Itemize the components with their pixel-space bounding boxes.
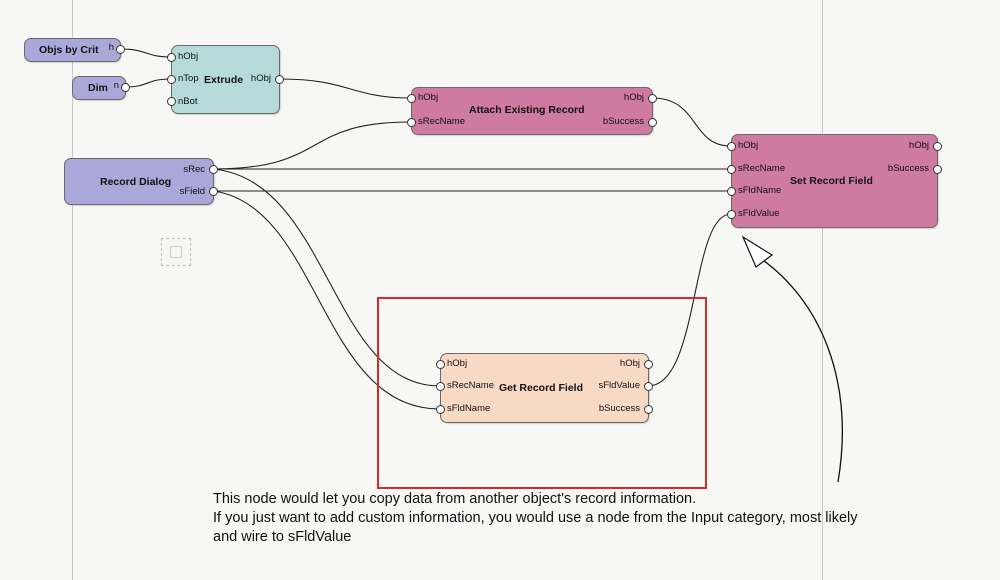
port-label: hObj [908,140,929,151]
node-extrude[interactable]: hObj nTop nBot Extrude hObj [167,45,284,114]
node-attach-existing-record[interactable]: hObj sRecName Attach Existing Record hOb… [407,87,657,135]
input-port-hobj[interactable] [167,53,176,62]
output-port-bsuccess[interactable] [933,165,942,174]
port-label: sFldValue [738,208,780,219]
caption-line: and wire to sFldValue [213,529,352,545]
port-label: sFldName [447,403,491,414]
node-title: Objs by Crit [39,44,99,56]
output-port[interactable] [121,83,130,92]
wire-srec-to-attach [212,121,412,170]
output-port[interactable] [116,45,125,54]
input-port-sfldvalue[interactable] [727,210,736,219]
output-port-hobj[interactable] [644,360,653,369]
output-port-bsuccess[interactable] [648,118,657,127]
node-get-record-field[interactable]: hObj sRecName sFldName Get Record Field … [436,353,653,423]
port-label: hObj [418,92,439,103]
node-dim[interactable]: Dim n [72,76,130,100]
input-port-nbot[interactable] [167,97,176,106]
caption-line: This node would let you copy data from a… [213,491,697,507]
output-port-hobj[interactable] [648,94,657,103]
caption: This node would let you copy data from a… [213,490,953,547]
input-port-hobj[interactable] [436,360,445,369]
node-set-record-field[interactable]: hObj sRecName sFldName sFldValue Set Rec… [727,134,942,228]
wire-objs-to-extrude [119,48,172,58]
annotation-arrow-head [741,235,774,268]
node-title: Record Dialog [100,176,172,188]
output-port-bsuccess[interactable] [644,405,653,414]
node-title: Attach Existing Record [469,104,585,116]
input-port-srecname[interactable] [436,382,445,391]
output-port-sfldvalue[interactable] [644,382,653,391]
wire-srec-to-get [212,168,441,387]
caption-line: If you just want to add custom informati… [213,510,858,526]
node-objs-by-crit[interactable]: Objs by Crit h [24,38,125,62]
port-label: hObj [738,140,759,151]
input-port-hobj[interactable] [407,94,416,103]
port-label: sFldValue [598,380,640,391]
port-label: bSuccess [598,403,640,414]
wire-sfield-to-get [212,190,441,410]
port-label: sRecName [738,163,785,174]
port-label: hObj [619,358,640,369]
node-title: Dim [88,82,108,94]
canvas-guide-left [72,0,73,580]
placeholder-icon [161,238,191,266]
port-label: nBot [178,96,198,107]
port-label: bSuccess [602,116,644,127]
port-label: hObj [447,358,468,369]
port-label-h: h [108,42,114,53]
port-label: hObj [623,92,644,103]
port-label: hObj [250,73,271,84]
output-port-hobj[interactable] [275,75,284,84]
wire-attach-to-set [651,97,732,147]
node-title: Set Record Field [790,175,873,187]
wire-dim-to-extrude [124,78,172,88]
node-title: Extrude [204,74,244,86]
port-label: bSuccess [887,163,929,174]
port-label: hObj [178,51,199,62]
output-port-hobj[interactable] [933,142,942,151]
port-label: sRec [183,164,205,175]
node-record-dialog[interactable]: Record Dialog sRec sField [64,158,218,205]
port-label: sRecName [447,380,494,391]
input-port-sfldname[interactable] [436,405,445,414]
port-label: nTop [178,73,199,84]
output-port-srec[interactable] [209,165,218,174]
output-port-sfield[interactable] [209,187,218,196]
highlight-box [377,297,707,489]
annotation-arrow-curve [759,257,843,483]
input-port-srecname[interactable] [407,118,416,127]
port-label: sField [179,186,205,197]
port-label-n: n [113,80,119,91]
input-port-sfldname[interactable] [727,187,736,196]
canvas-guide-right [822,0,823,580]
input-port-ntop[interactable] [167,75,176,84]
input-port-hobj[interactable] [727,142,736,151]
wire-get-to-set [647,213,732,387]
node-title: Get Record Field [499,382,584,394]
input-port-srecname[interactable] [727,165,736,174]
port-label: sRecName [418,116,465,127]
wire-extrude-to-attach [279,78,412,99]
port-label: sFldName [738,185,782,196]
